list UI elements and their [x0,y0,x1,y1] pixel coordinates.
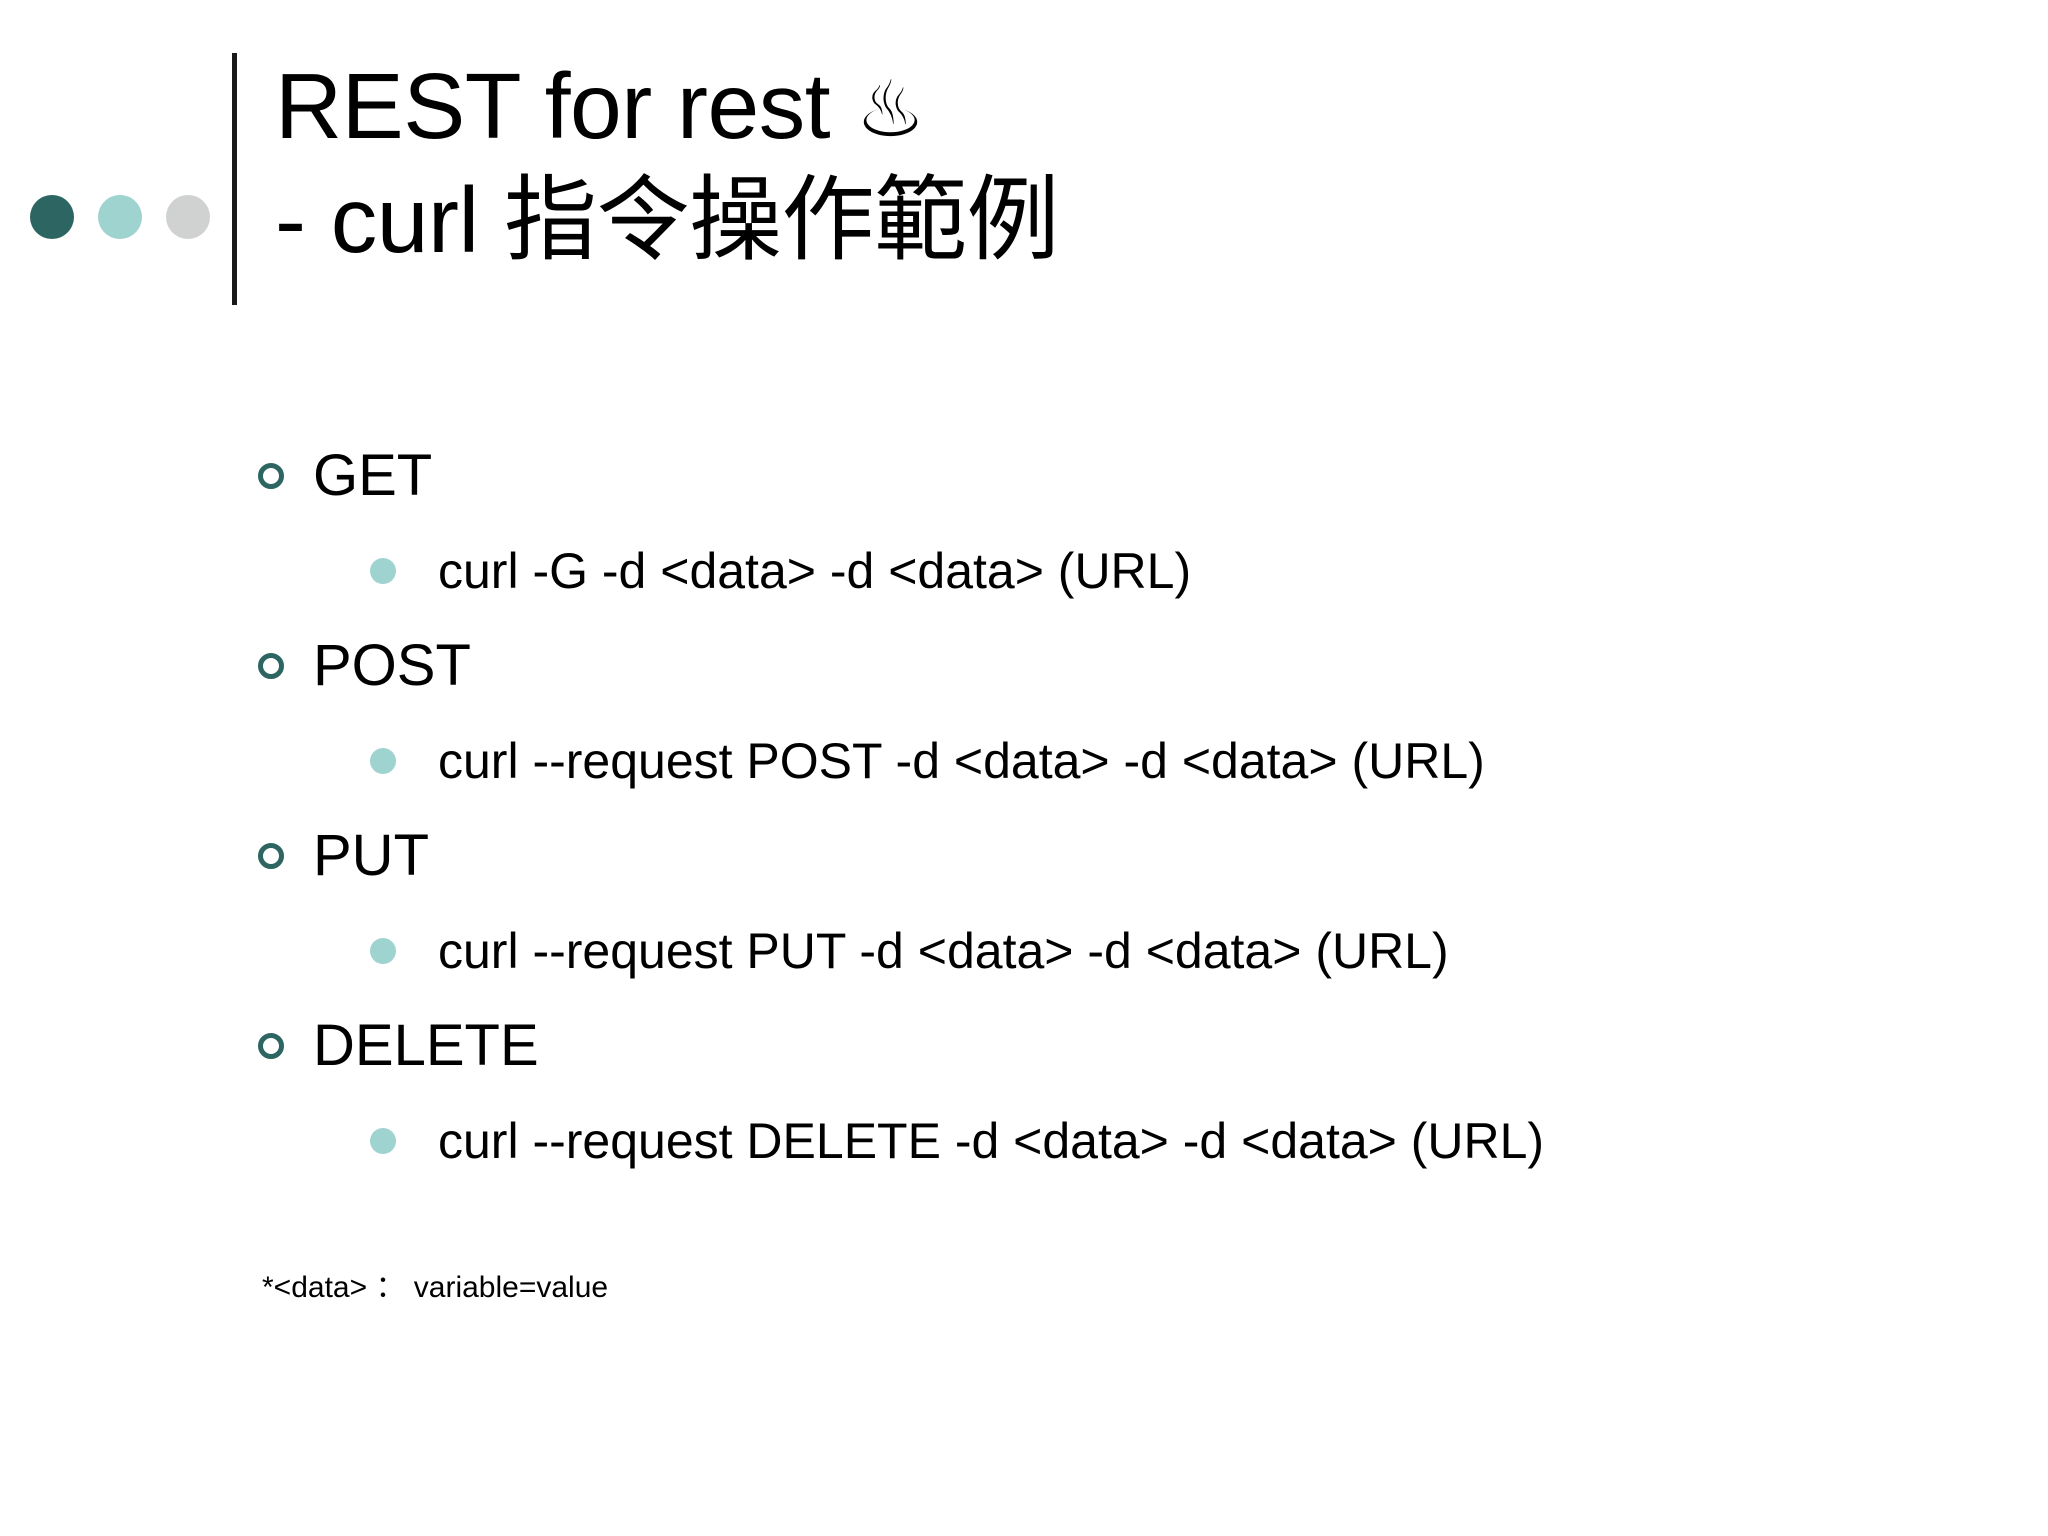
list-subitem-label: curl --request DELETE -d <data> -d <data… [438,1113,1545,1169]
list-item-delete[interactable]: DELETE [258,1000,2048,1092]
list-subitem-post-command[interactable]: curl --request POST -d <data> -d <data> … [370,712,2048,810]
list-subitem-label: curl -G -d <data> -d <data> (URL) [438,543,1192,599]
content-list: GET curl -G -d <data> -d <data> (URL) PO… [0,430,2048,1190]
title-line-1: REST for rest ♨ [275,40,1925,158]
title-vertical-rule [232,53,237,305]
ring-bullet-icon [258,653,284,679]
title-line-2: - curl 指令操作範例 [275,168,1060,272]
list-subitem-put-command[interactable]: curl --request PUT -d <data> -d <data> (… [370,902,2048,1000]
dot-bullet-icon [370,748,396,774]
list-item-label: PUT [313,823,429,888]
footnote-data-definition: *<data> ： variable=value [262,1271,609,1304]
dot-bullet-icon [370,558,396,584]
list-item-put[interactable]: PUT [258,810,2048,902]
list-item-get[interactable]: GET [258,430,2048,522]
list-item-post[interactable]: POST [258,620,2048,712]
list-subitem-delete-command[interactable]: curl --request DELETE -d <data> -d <data… [370,1092,2048,1190]
decorative-dot-light-icon [98,195,142,239]
dot-bullet-icon [370,1128,396,1154]
ring-bullet-icon [258,1033,284,1059]
title-line-1-text: REST for rest [275,54,856,158]
list-item-label: DELETE [313,1013,539,1078]
ring-bullet-icon [258,463,284,489]
list-item-label: GET [313,443,433,508]
page-title: REST for rest ♨ - curl 指令操作範例 [275,40,1925,272]
list-subitem-label: curl --request PUT -d <data> -d <data> (… [438,923,1449,979]
dot-bullet-icon [370,938,396,964]
title-block: REST for rest ♨ - curl 指令操作範例 [0,40,2048,340]
decorative-dots [30,195,210,239]
decorative-dot-gray-icon [166,195,210,239]
decorative-dot-dark-icon [30,195,74,239]
hot-spring-icon: ♨ [855,65,925,155]
list-subitem-get-command[interactable]: curl -G -d <data> -d <data> (URL) [370,522,2048,620]
ring-bullet-icon [258,843,284,869]
list-subitem-label: curl --request POST -d <data> -d <data> … [438,733,1485,789]
list-item-label: POST [313,633,471,698]
